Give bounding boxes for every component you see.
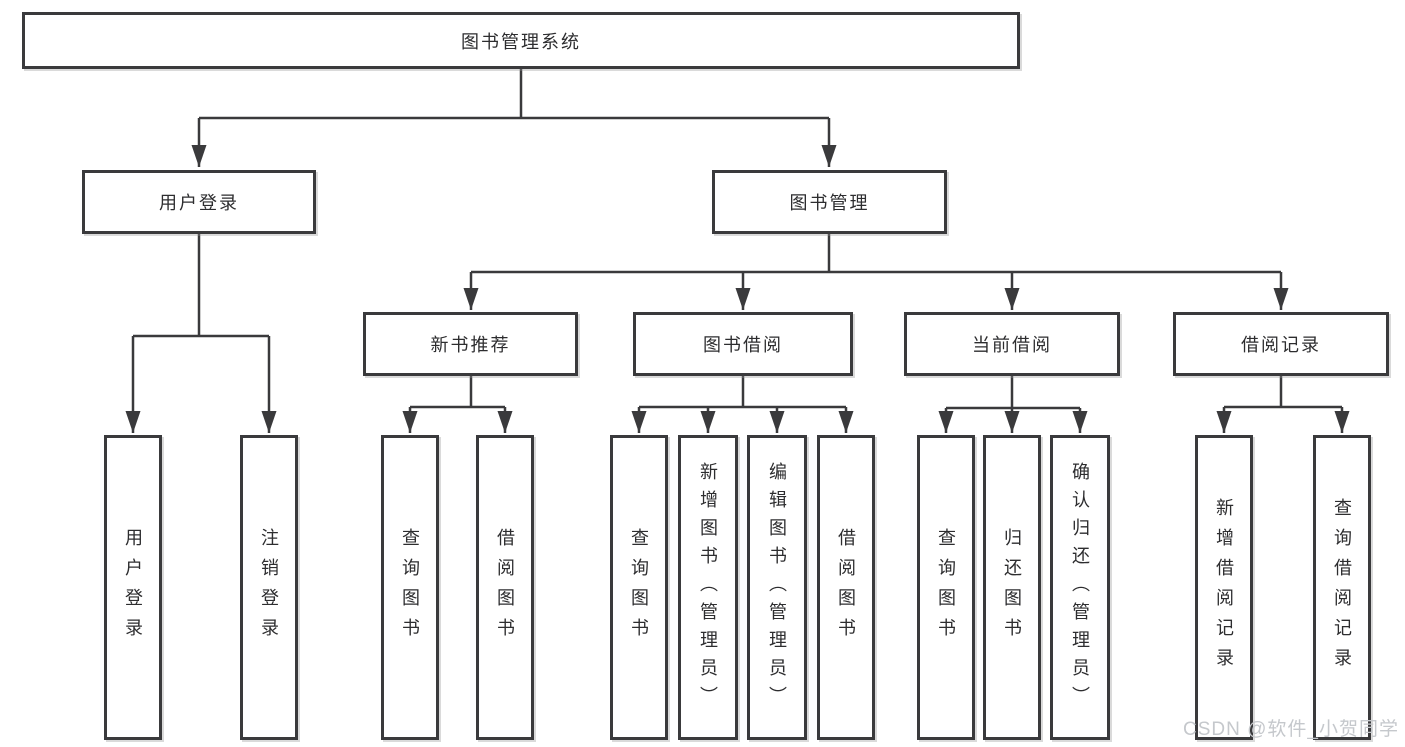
node-leaf-logout-label: 注销登录	[259, 527, 279, 648]
node-leaf-borrow-book-2: 借阅图书	[817, 435, 875, 740]
node-leaf-return-book-label: 归还图书	[1002, 527, 1022, 648]
node-user-login-label: 用户登录	[159, 193, 239, 213]
node-leaf-confirm-return-admin: 确认归还（管理员）	[1050, 435, 1110, 740]
node-leaf-query-book-2: 查询图书	[610, 435, 668, 740]
node-root-label: 图书管理系统	[461, 31, 581, 52]
node-leaf-borrow-book-1-label: 借阅图书	[495, 527, 515, 648]
node-book-borrow: 图书借阅	[633, 312, 853, 376]
node-leaf-borrow-book-2-label: 借阅图书	[836, 527, 856, 648]
node-leaf-user-login: 用户登录	[104, 435, 162, 740]
node-leaf-query-book-2-label: 查询图书	[629, 527, 649, 648]
node-book-management: 图书管理	[712, 170, 947, 234]
node-book-borrow-label: 图书借阅	[703, 335, 783, 355]
node-leaf-query-borrow-record-label: 查询借阅记录	[1332, 497, 1352, 678]
node-leaf-borrow-book-1: 借阅图书	[476, 435, 534, 740]
node-borrow-records-label: 借阅记录	[1241, 335, 1321, 355]
node-leaf-query-book-1-label: 查询图书	[400, 527, 420, 648]
node-current-borrow: 当前借阅	[904, 312, 1120, 376]
node-root: 图书管理系统	[22, 12, 1020, 69]
node-leaf-add-book-admin-label: 新增图书（管理员）	[698, 461, 718, 714]
node-user-login: 用户登录	[82, 170, 316, 234]
node-leaf-return-book: 归还图书	[983, 435, 1041, 740]
node-leaf-query-borrow-record: 查询借阅记录	[1313, 435, 1371, 740]
node-leaf-edit-book-admin-label: 编辑图书（管理员）	[767, 461, 787, 714]
node-leaf-edit-book-admin: 编辑图书（管理员）	[747, 435, 807, 740]
node-new-book-recommend-label: 新书推荐	[430, 335, 511, 355]
node-new-book-recommend: 新书推荐	[363, 312, 578, 376]
node-leaf-query-book-1: 查询图书	[381, 435, 439, 740]
node-leaf-user-login-label: 用户登录	[123, 527, 143, 648]
node-leaf-add-borrow-record-label: 新增借阅记录	[1214, 497, 1234, 678]
node-borrow-records: 借阅记录	[1173, 312, 1389, 376]
node-leaf-add-book-admin: 新增图书（管理员）	[678, 435, 738, 740]
csdn-watermark: CSDN @软件_小贺同学	[1183, 719, 1399, 740]
node-leaf-add-borrow-record: 新增借阅记录	[1195, 435, 1253, 740]
node-book-management-label: 图书管理	[789, 193, 870, 213]
node-leaf-confirm-return-admin-label: 确认归还（管理员）	[1070, 461, 1090, 714]
node-leaf-logout: 注销登录	[240, 435, 298, 740]
node-leaf-query-book-3-label: 查询图书	[936, 527, 956, 648]
node-leaf-query-book-3: 查询图书	[917, 435, 975, 740]
node-current-borrow-label: 当前借阅	[972, 335, 1052, 355]
